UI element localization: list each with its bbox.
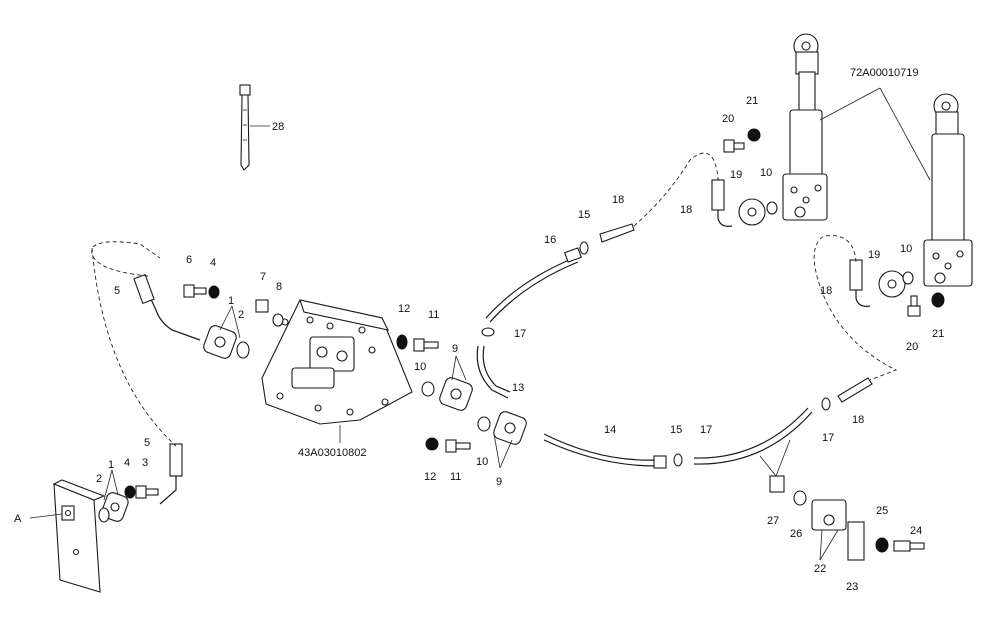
callout-10: 10 [900,243,912,255]
callout-27: 27 [767,515,779,527]
black-seals [124,128,945,553]
callout-23: 23 [846,581,858,593]
callout-10: 10 [476,456,488,468]
callout-1: 1 [108,459,114,471]
cable-tie-part [239,84,251,171]
callout-26: 26 [790,528,802,540]
callout-9: 9 [452,343,458,355]
right-hydraulic-cylinder [923,93,973,287]
callout-1: 1 [228,295,234,307]
callout-28: 28 [272,121,284,133]
callout-17: 17 [822,432,834,444]
callout-7: 7 [260,271,266,283]
callout-17: 17 [514,328,526,340]
callout-18: 18 [852,414,864,426]
hose-routing-lines [91,152,898,447]
callout-11: 11 [450,471,461,483]
callout-17: 17 [700,424,712,436]
block-19-upper [738,198,766,226]
view-marker-a: A [14,513,22,525]
callout-6: 6 [186,254,192,266]
callout-11: 11 [428,309,439,321]
callout-21: 21 [746,95,758,107]
callout-13: 13 [512,382,524,394]
callout-5: 5 [114,285,120,297]
callout-18: 18 [680,204,692,216]
bolts [135,139,925,552]
callout-4: 4 [210,257,216,269]
callout-8: 8 [276,281,282,293]
hoses-and-pipes [133,178,873,561]
block-1-upper [203,325,237,359]
callout-9: 9 [496,476,502,488]
block-19-lower [878,270,906,298]
cylinder-reference-code: 72A00010719 [850,67,919,79]
callout-19: 19 [730,169,742,181]
callout-19: 19 [868,249,880,261]
callout-25: 25 [876,505,888,517]
callout-22: 22 [814,563,826,575]
callout-24: 24 [910,525,922,537]
callout-2: 2 [238,309,244,321]
callout-10: 10 [414,361,426,373]
callout-3: 3 [142,457,148,469]
callout-10: 10 [760,167,772,179]
callout-12: 12 [424,471,436,483]
callout-16: 16 [544,234,556,246]
callout-15: 15 [670,424,682,436]
callout-21: 21 [932,328,944,340]
callout-18: 18 [612,194,624,206]
callout-15: 15 [578,209,590,221]
callout-20: 20 [906,341,918,353]
callout-20: 20 [722,113,734,125]
callout-18: 18 [820,285,832,297]
washers [98,201,914,523]
mounting-plate-a [52,479,106,593]
bracket-reference-code: 43A03010802 [298,447,367,459]
callout-5: 5 [144,437,150,449]
leader-lines [29,87,931,561]
block-9-lower [493,411,527,445]
callout-4: 4 [124,457,130,469]
callout-2: 2 [96,473,102,485]
main-bracket-part [261,299,413,425]
callout-numbers: 28 21 20 19 10 18 18 15 16 17 19 10 18 2… [96,95,944,593]
left-hydraulic-cylinder [782,33,828,221]
block-9-upper [439,377,473,411]
callout-12: 12 [398,303,410,315]
callout-14: 14 [604,424,616,436]
